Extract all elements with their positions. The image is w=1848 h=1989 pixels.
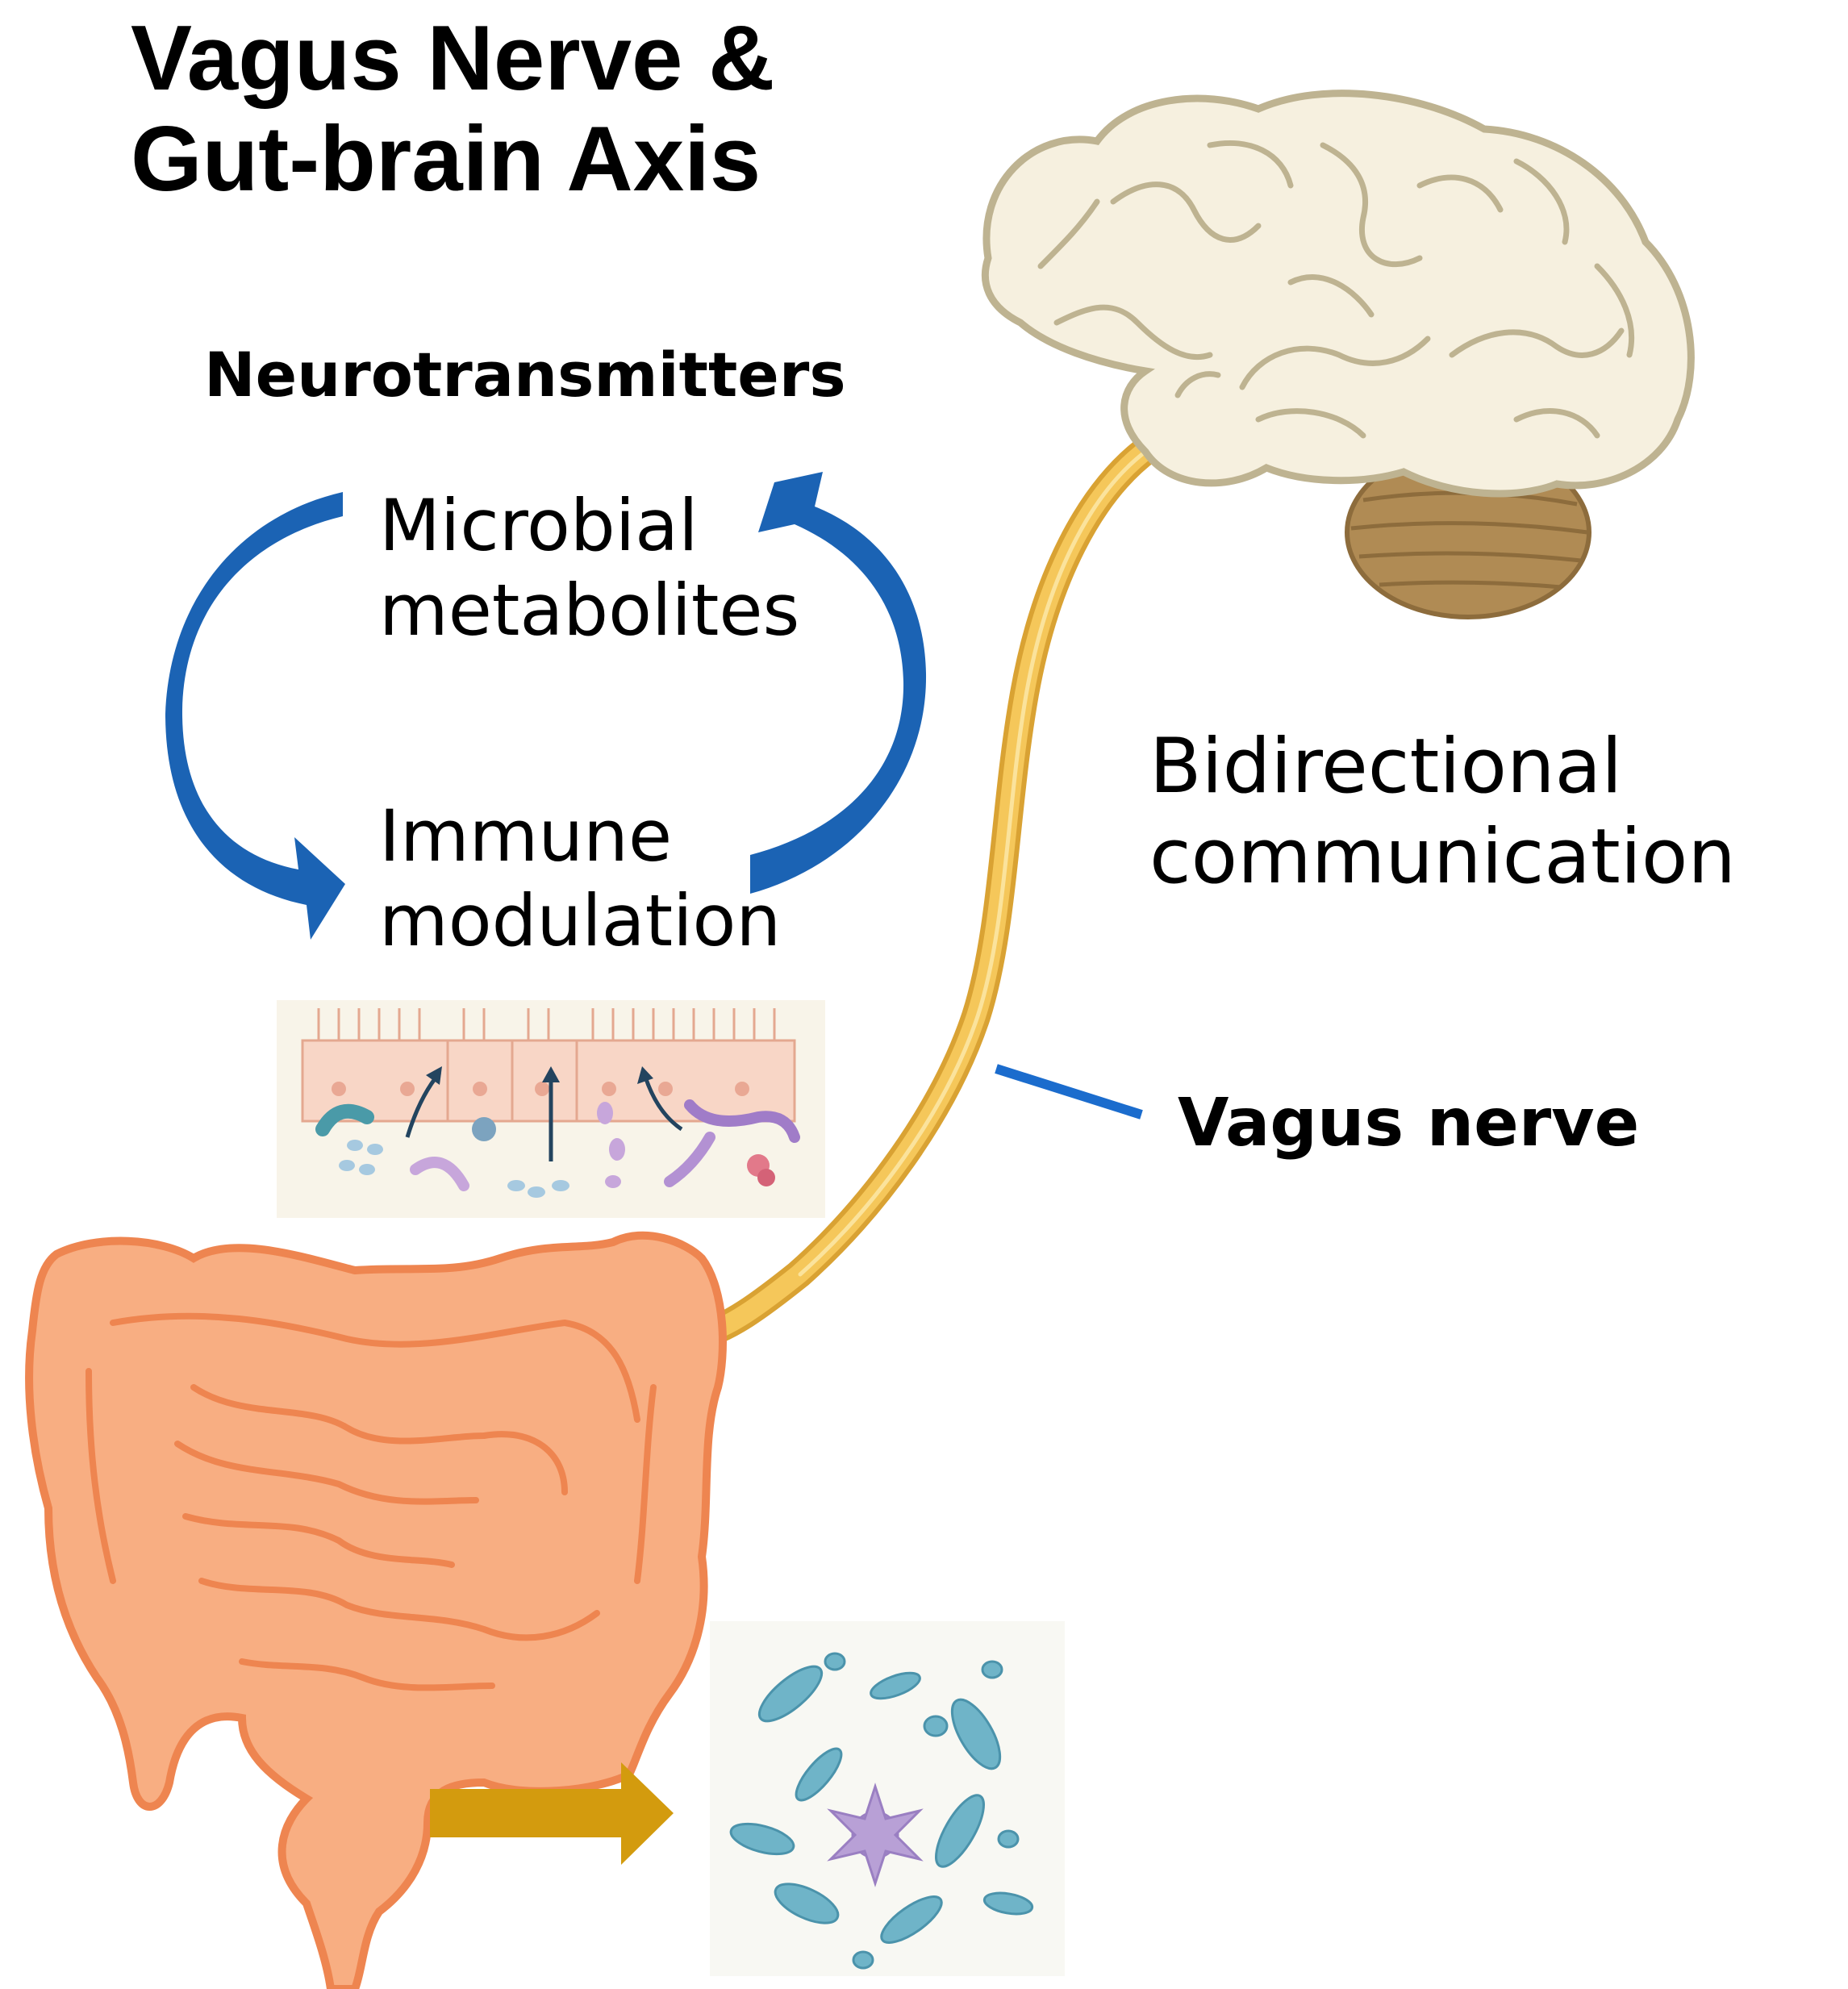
title-line-2: Gut-brain Axis bbox=[131, 108, 761, 211]
microbiota-icon bbox=[710, 1621, 1065, 1976]
immune-line-1: Immune bbox=[379, 794, 673, 878]
microbial-line-2: metabolites bbox=[379, 568, 800, 652]
brain-icon bbox=[981, 90, 1695, 498]
vagus-nerve-pointer bbox=[995, 1064, 1143, 1120]
vagus-nerve-icon bbox=[687, 433, 1164, 1349]
label-bidirectional-communication: Bidirectional communication bbox=[1149, 722, 1736, 903]
microbial-line-1: Microbial bbox=[379, 484, 699, 567]
page-title: Vagus Nerve & Gut-brain Axis bbox=[131, 8, 774, 211]
cycle-arrow-right bbox=[750, 472, 927, 894]
output-arrow-icon bbox=[430, 1762, 674, 1865]
title-line-1: Vagus Nerve & bbox=[131, 7, 775, 110]
immune-line-2: modulation bbox=[379, 878, 782, 962]
cycle-arrow-left bbox=[165, 492, 345, 940]
cycle-arrows-icon bbox=[165, 472, 927, 940]
label-vagus-nerve: Vagus nerve bbox=[1178, 1085, 1640, 1161]
label-microbial-metabolites: Microbial metabolites bbox=[379, 484, 799, 653]
label-immune-modulation: Immune modulation bbox=[379, 794, 781, 963]
bidirectional-line-1: Bidirectional bbox=[1149, 723, 1623, 811]
label-neurotransmitters: Neurotransmitters bbox=[204, 339, 846, 411]
epithelium-icon bbox=[277, 1000, 825, 1218]
intestine-icon bbox=[25, 1231, 727, 1989]
bidirectional-line-2: communication bbox=[1149, 812, 1736, 901]
